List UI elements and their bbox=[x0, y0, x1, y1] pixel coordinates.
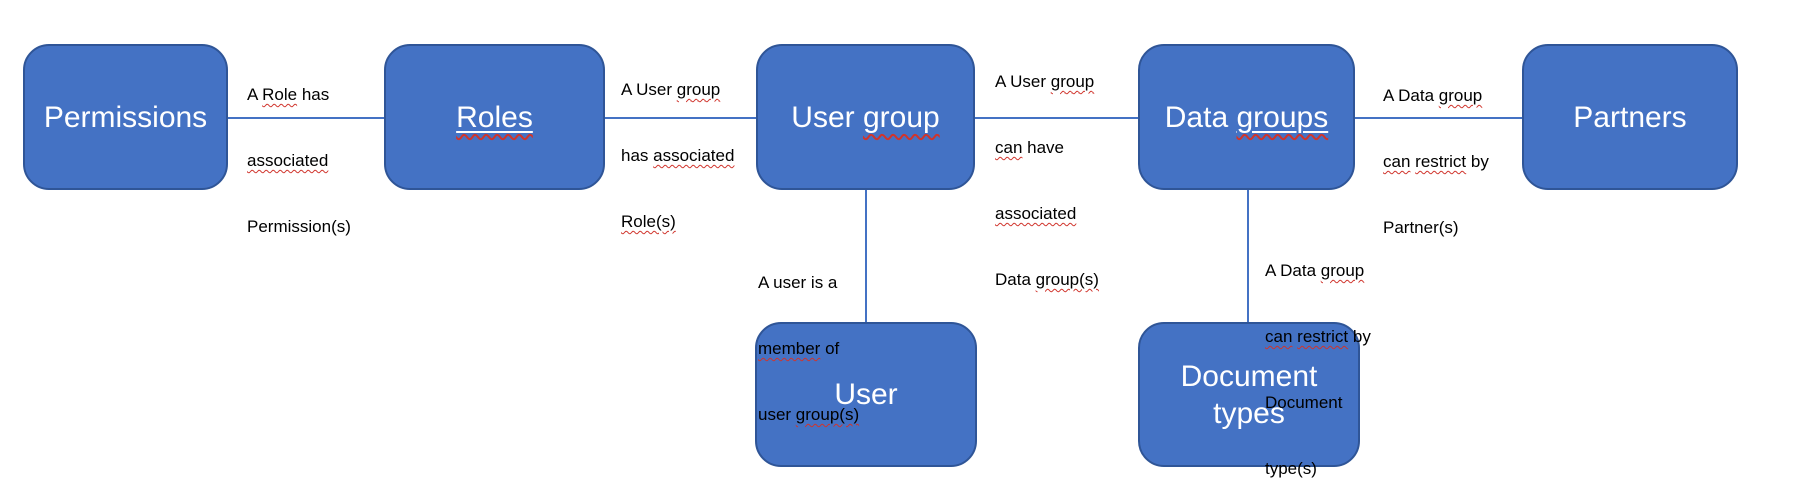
edge-label-line: can have bbox=[995, 138, 1065, 157]
connector-user-group-user bbox=[865, 190, 867, 322]
connector-roles-user-group bbox=[605, 117, 756, 119]
edge-label-line: member of bbox=[758, 339, 840, 358]
edge-label-line: A Data group bbox=[1383, 86, 1483, 105]
edge-label-line: A User group bbox=[995, 72, 1095, 91]
edge-label-line: A User group bbox=[621, 80, 721, 99]
edge-label-line: associated bbox=[995, 204, 1077, 223]
node-user[interactable]: User bbox=[755, 322, 977, 467]
connector-data-groups-document-types bbox=[1247, 188, 1249, 322]
node-permissions-title: Permissions bbox=[43, 100, 208, 134]
edge-label-line: can restrict by bbox=[1265, 327, 1371, 346]
node-user-group[interactable]: User group bbox=[756, 44, 975, 190]
node-user-title: User bbox=[834, 378, 898, 411]
node-permissions[interactable]: Permissions bbox=[23, 44, 228, 190]
node-partners-title: Partners bbox=[1573, 100, 1687, 134]
edge-label-line: type(s) bbox=[1265, 459, 1317, 478]
edge-label-line: Role(s) bbox=[621, 212, 676, 231]
node-data-groups[interactable]: Data groups bbox=[1138, 44, 1355, 190]
node-document-types-title-line2: types bbox=[1213, 396, 1285, 430]
edge-label-line: A Data group bbox=[1265, 261, 1365, 280]
edge-label-line: Data group(s) bbox=[995, 270, 1099, 289]
edge-label-line: A Role has bbox=[247, 85, 330, 104]
edge-label-line: Permission(s) bbox=[247, 217, 351, 236]
edge-label-data-groups-document-types[interactable]: A Data group can restrict by Document ty… bbox=[1265, 216, 1371, 495]
node-data-groups-title: Data groups bbox=[1164, 100, 1329, 134]
edge-label-line: associated bbox=[247, 151, 329, 170]
edge-label-user-group-user[interactable]: A user is a member of user group(s) bbox=[758, 228, 859, 470]
edge-label-line: Partner(s) bbox=[1383, 218, 1459, 237]
connector-data-groups-partners bbox=[1355, 117, 1522, 119]
edge-label-data-groups-partners[interactable]: A Data group can restrict by Partner(s) bbox=[1383, 41, 1489, 283]
node-document-types-title: Document bbox=[1180, 359, 1318, 393]
edge-label-line: can restrict by bbox=[1383, 152, 1489, 171]
node-roles[interactable]: Roles bbox=[384, 44, 605, 190]
edge-label-line: A user is a bbox=[758, 273, 838, 292]
node-user-group-title: User group bbox=[791, 100, 940, 134]
node-roles-title: Roles bbox=[456, 100, 533, 134]
edge-label-user-group-data-groups[interactable]: A User group can have associated Data gr… bbox=[995, 27, 1099, 335]
edge-label-roles-user-group[interactable]: A User group has associated Role(s) bbox=[621, 35, 734, 277]
edge-label-line: Document bbox=[1265, 393, 1343, 412]
edge-label-line: has associated bbox=[621, 146, 735, 165]
edge-label-line: user group(s) bbox=[758, 405, 860, 424]
node-partners[interactable]: Partners bbox=[1522, 44, 1738, 190]
edge-label-permissions-roles[interactable]: A Role has associated Permission(s) bbox=[247, 40, 351, 282]
connector-permissions-roles bbox=[228, 117, 384, 119]
connector-user-group-data-groups bbox=[975, 117, 1138, 119]
node-document-types[interactable]: Document types bbox=[1138, 322, 1360, 467]
